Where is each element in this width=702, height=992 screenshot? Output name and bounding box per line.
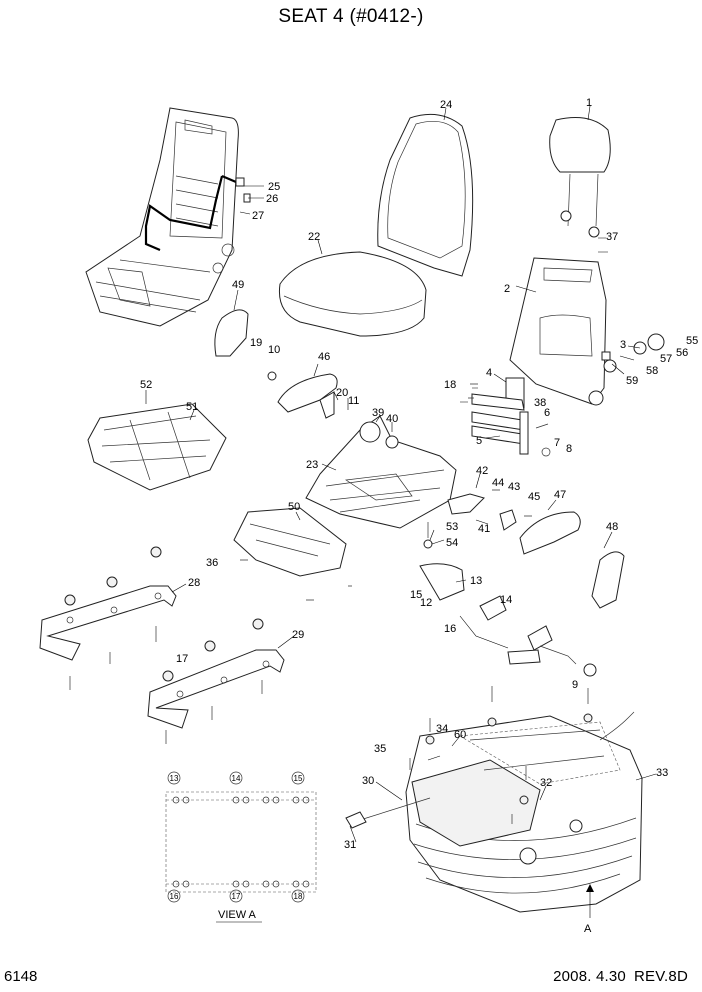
armrest-47 — [519, 511, 625, 609]
callout-22: 22 — [308, 231, 320, 243]
seat-belt-parts — [419, 563, 597, 677]
callout-19: 19 — [250, 337, 262, 349]
callout-17: 17 — [176, 653, 188, 665]
lower-frame-50 — [233, 507, 347, 577]
back-cushion-24 — [377, 113, 474, 277]
view-a-label: VIEW A — [218, 909, 257, 921]
headrest-1 — [549, 117, 611, 238]
seat-back-frame-assembly — [85, 107, 251, 327]
callout-27: 27 — [252, 210, 264, 222]
callout-42: 42 — [476, 465, 488, 477]
callout-37: 37 — [606, 231, 618, 243]
callout-33: 33 — [656, 767, 668, 779]
callout-59: 59 — [626, 375, 638, 387]
callout-11: 11 — [348, 395, 359, 407]
view-arrow-label: A — [584, 923, 592, 935]
view-a-callout-18: 18 — [294, 892, 303, 901]
adjuster-parts — [423, 489, 532, 549]
callout-32: 32 — [540, 777, 552, 789]
callout-57: 57 — [660, 353, 672, 365]
seat-cushion-22 — [278, 251, 427, 337]
lumbar-support-parts — [468, 377, 551, 457]
leader-lines — [145, 105, 657, 843]
callout-38: 38 — [534, 397, 546, 409]
callout-10: 10 — [268, 344, 280, 356]
callout-36: 36 — [206, 557, 218, 569]
callout-30: 30 — [362, 775, 374, 787]
callout-56: 56 — [676, 347, 688, 359]
callout-51: 51 — [186, 401, 198, 413]
callout-58: 58 — [646, 365, 658, 377]
callout-53: 53 — [446, 521, 458, 533]
callout-60: 60 — [454, 729, 466, 741]
callout-18: 18 — [444, 379, 456, 391]
callout-49: 49 — [232, 279, 244, 291]
mounting-bracket-28 — [39, 585, 177, 661]
callout-48: 48 — [606, 521, 618, 533]
view-arrow-a — [586, 884, 594, 918]
armrest-46 — [267, 371, 338, 419]
callout-50: 50 — [288, 501, 300, 513]
callout-46: 46 — [318, 351, 330, 363]
view-a-panel — [165, 791, 317, 893]
callout-45: 45 — [528, 491, 540, 503]
callout-4: 4 — [486, 367, 492, 379]
revision-date: 2008. 4.30 — [553, 968, 626, 985]
suspension-base-33 — [345, 711, 643, 913]
revision-code: REV.8D — [633, 968, 688, 985]
seat-pan-51 — [87, 403, 227, 491]
callout-6: 6 — [544, 407, 550, 419]
base-fasteners — [409, 686, 593, 824]
callout-14: 14 — [500, 594, 512, 606]
callout-41: 41 — [478, 523, 490, 535]
seat-frame-23 — [305, 415, 457, 529]
view-a-callout-14: 14 — [232, 774, 241, 783]
callout-5: 5 — [476, 435, 482, 447]
view-a-callout-13: 13 — [170, 774, 179, 783]
callout-16: 16 — [444, 623, 456, 635]
callout-35: 35 — [374, 743, 386, 755]
callout-43: 43 — [508, 481, 520, 493]
callout-1: 1 — [586, 97, 592, 109]
callout-34: 34 — [436, 723, 448, 735]
callout-29: 29 — [292, 629, 304, 641]
callout-40: 40 — [386, 413, 398, 425]
callout-23: 23 — [306, 459, 318, 471]
callout-54: 54 — [446, 537, 458, 549]
callout-labels: 1 2 3 4 5 6 7 8 9 10 11 12 13 14 15 16 1… — [140, 97, 698, 851]
callout-55: 55 — [686, 335, 698, 347]
view-a-callout-16: 16 — [170, 892, 179, 901]
callout-2: 2 — [504, 283, 510, 295]
callout-39: 39 — [372, 407, 384, 419]
mounting-bracket-29 — [147, 649, 285, 729]
page-number: 6148 — [4, 968, 38, 985]
callout-28: 28 — [188, 577, 200, 589]
callout-13: 13 — [470, 575, 482, 587]
callout-31: 31 — [344, 839, 356, 851]
callout-47: 47 — [554, 489, 566, 501]
view-a-callout-17: 17 — [232, 892, 241, 901]
callout-15: 15 — [410, 589, 422, 601]
side-cover-49 — [214, 309, 249, 357]
view-a-callout-15: 15 — [294, 774, 303, 783]
fasteners — [64, 546, 352, 744]
view-a-callouts: 13 14 15 16 17 18 — [167, 771, 305, 903]
callout-44: 44 — [492, 477, 504, 489]
revision-info: 2008. 4.30 REV.8D — [553, 968, 688, 985]
callout-7: 7 — [554, 437, 560, 449]
drawing-title: SEAT 4 (#0412-) — [278, 6, 424, 27]
callout-3: 3 — [620, 339, 626, 351]
callout-8: 8 — [566, 443, 572, 455]
back-frame-2 — [509, 257, 665, 406]
callout-25: 25 — [268, 181, 280, 193]
callout-52: 52 — [140, 379, 152, 391]
callout-26: 26 — [266, 193, 278, 205]
callout-24: 24 — [440, 99, 452, 111]
callout-9: 9 — [572, 679, 578, 691]
callout-12: 12 — [420, 597, 432, 609]
callout-20: 20 — [336, 387, 348, 399]
